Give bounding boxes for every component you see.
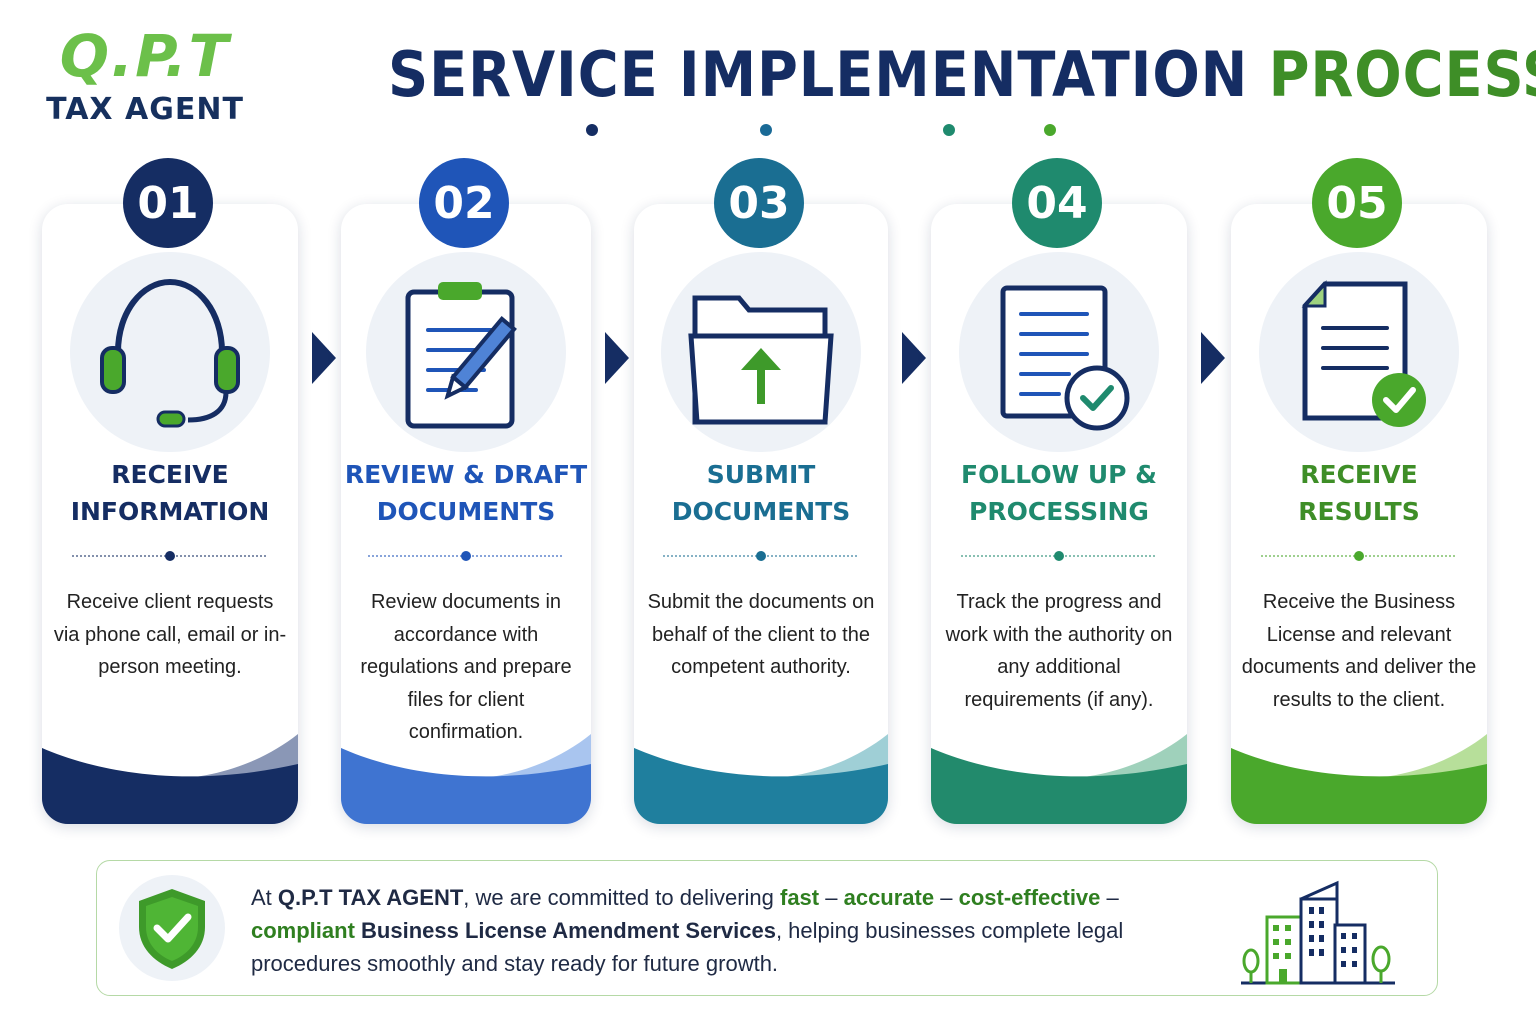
title-accent: PROCESS — [1268, 38, 1536, 111]
step-title-line-1: RECEIVE — [1300, 460, 1418, 489]
document-approved-icon — [1259, 252, 1459, 452]
step-divider — [663, 551, 859, 561]
step-title: RECEIVE RESULTS — [1231, 456, 1487, 530]
step-divider — [961, 551, 1157, 561]
step-title-line-1: RECEIVE — [111, 460, 229, 489]
chevron-right-icon — [1201, 332, 1225, 384]
commitment-text: At Q.P.T TAX AGENT, we are committed to … — [251, 881, 1161, 980]
step-title-line-1: FOLLOW UP & — [961, 460, 1157, 489]
commit-text-2: , we are committed to delivering — [463, 885, 780, 910]
step-number-badge: 01 — [123, 158, 213, 248]
commitment-box: At Q.P.T TAX AGENT, we are committed to … — [96, 860, 1438, 996]
step-title: RECEIVE INFORMATION — [42, 456, 298, 530]
step-card-01: RECEIVE INFORMATION Receive client reque… — [42, 204, 298, 824]
sep-1: – — [819, 885, 844, 910]
card-wave — [931, 734, 1187, 824]
step-title-line-1: SUBMIT — [706, 460, 816, 489]
logo-subtitle: TAX AGENT — [46, 92, 244, 127]
step-divider — [72, 551, 268, 561]
logo-mark: Q.P.T — [59, 22, 231, 90]
keyword-accurate: accurate — [843, 885, 935, 910]
step-card-04: FOLLOW UP & PROCESSING Track the progres… — [931, 204, 1187, 824]
step-title-line-2: PROCESSING — [969, 497, 1149, 526]
sep-3: – — [1100, 885, 1119, 910]
step-number-badge: 03 — [714, 158, 804, 248]
card-wave — [341, 734, 591, 824]
step-divider — [1261, 551, 1457, 561]
brand-logo: Q.P.T TAX AGENT — [40, 22, 250, 127]
card-wave — [1231, 734, 1487, 824]
title-divider — [495, 124, 1157, 136]
clipboard-pen-icon — [366, 252, 566, 452]
shield-check-icon — [119, 875, 225, 981]
step-description: Track the progress and work with the aut… — [945, 591, 1173, 711]
chevron-right-icon — [312, 332, 336, 384]
title-main: SERVICE IMPLEMENTATION — [388, 38, 1269, 111]
step-number-badge: 04 — [1012, 158, 1102, 248]
keyword-fast: fast — [780, 885, 820, 910]
chevron-right-icon — [902, 332, 926, 384]
page-title: SERVICE IMPLEMENTATION PROCESS — [388, 38, 1536, 111]
headset-icon — [70, 252, 270, 452]
card-wave — [42, 734, 298, 824]
step-title-line-2: DOCUMENTS — [376, 497, 556, 526]
step-title: REVIEW & DRAFT DOCUMENTS — [341, 456, 591, 530]
commit-text-4: , helping businesses complete legal proc… — [251, 918, 1124, 976]
sep-2: – — [934, 885, 959, 910]
folder-upload-icon — [661, 252, 861, 452]
step-number-badge: 05 — [1312, 158, 1402, 248]
step-title-line-2: RESULTS — [1298, 497, 1420, 526]
step-description: Submit the documents on behalf of the cl… — [647, 591, 875, 678]
step-card-03: SUBMIT DOCUMENTS Submit the documents on… — [634, 204, 888, 824]
step-description: Review documents in accordance with regu… — [360, 591, 572, 743]
document-check-icon — [959, 252, 1159, 452]
city-buildings-icon — [1241, 880, 1395, 985]
step-description: Receive the Business License and relevan… — [1241, 591, 1477, 711]
keyword-compliant: compliant — [251, 918, 355, 943]
card-wave — [634, 734, 888, 824]
step-title: SUBMIT DOCUMENTS — [634, 456, 888, 530]
step-card-02: REVIEW & DRAFT DOCUMENTS Review document… — [341, 204, 591, 824]
commit-service: Business License Amendment Services — [361, 918, 776, 943]
commit-company: Q.P.T TAX AGENT — [277, 885, 464, 910]
step-divider — [368, 551, 564, 561]
commit-text-1: At — [251, 885, 278, 910]
chevron-right-icon — [605, 332, 629, 384]
step-title-line-2: DOCUMENTS — [671, 497, 851, 526]
step-description: Receive client requests via phone call, … — [53, 591, 287, 678]
step-title-line-2: INFORMATION — [70, 497, 270, 526]
step-card-05: RECEIVE RESULTS Receive the Business Lic… — [1231, 204, 1487, 824]
step-number-badge: 02 — [419, 158, 509, 248]
step-title-line-1: REVIEW & DRAFT — [344, 460, 588, 489]
keyword-cost-effective: cost-effective — [958, 885, 1101, 910]
step-title: FOLLOW UP & PROCESSING — [931, 456, 1187, 530]
